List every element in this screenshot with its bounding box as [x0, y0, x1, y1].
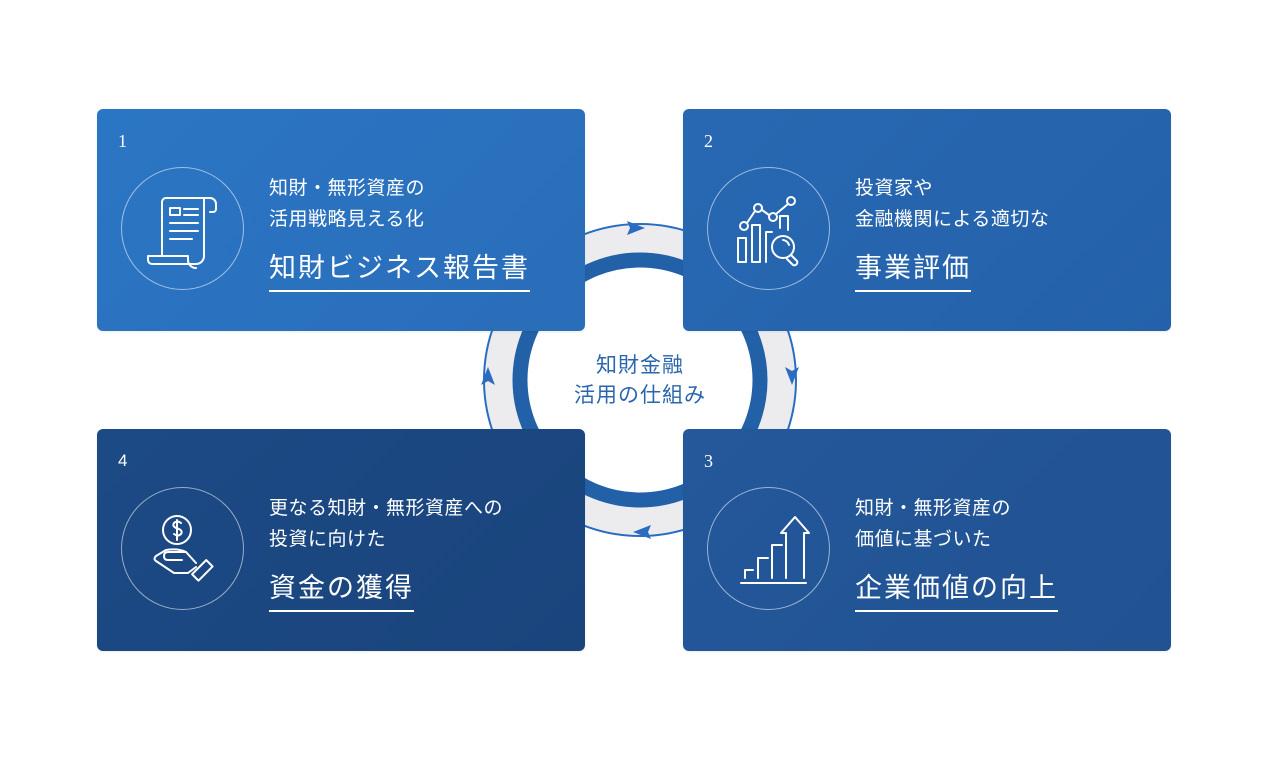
step-number: 1: [118, 131, 127, 151]
arrow-right-icon: [627, 221, 645, 235]
chart-magnifier-icon: [707, 167, 830, 290]
subtitle-line: 知財・無形資産の: [269, 177, 426, 199]
subtitle-line: 投資に向けた: [269, 528, 387, 550]
growth-arrow-icon: [707, 487, 830, 610]
arrow-up-icon: [481, 367, 495, 385]
card-title: 知財ビジネス報告書: [269, 251, 530, 292]
subtitle-line: 知財・無形資産の: [855, 497, 1012, 519]
card-step-2: 2 投資家や 金融機関による適切な 事業評価: [683, 109, 1171, 331]
center-label-line1: 知財金融: [596, 353, 684, 377]
card-title: 企業価値の向上: [855, 571, 1058, 612]
step-number: 3: [704, 451, 713, 471]
card-step-4: 4 更なる知財・無形資産への 投資に向けた 資金の獲得: [97, 429, 585, 651]
card-subtitle: 知財・無形資産の 活用戦略見える化: [269, 173, 425, 235]
step-number: 4: [118, 451, 128, 470]
card-subtitle: 更なる知財・無形資産への 投資に向けた: [269, 493, 503, 555]
document-scroll-icon: [121, 167, 244, 290]
step-number: 2: [704, 131, 713, 151]
card-title: 事業評価: [855, 251, 971, 292]
center-label-line2: 活用の仕組み: [574, 383, 706, 407]
subtitle-line: 金融機関による適切な: [855, 208, 1050, 230]
center-label: 知財金融 活用の仕組み: [540, 350, 740, 410]
card-subtitle: 投資家や 金融機関による適切な: [855, 173, 1049, 235]
card-step-1: 1 知財・無形資産の 活用戦略見える化 知財ビジネス報告書: [97, 109, 585, 331]
subtitle-line: 活用戦略見える化: [269, 208, 425, 230]
subtitle-line: 価値に基づいた: [855, 528, 992, 550]
hand-coin-icon: [121, 487, 244, 610]
arrow-left-icon: [633, 525, 651, 539]
card-title: 資金の獲得: [269, 571, 414, 612]
subtitle-line: 投資家や: [855, 177, 934, 199]
arrow-down-icon: [785, 367, 799, 385]
card-subtitle: 知財・無形資産の 価値に基づいた: [855, 493, 1011, 555]
card-step-3: 3 知財・無形資産の 価値に基づいた 企業価値の向上: [683, 429, 1171, 651]
subtitle-line: 更なる知財・無形資産への: [269, 497, 504, 519]
